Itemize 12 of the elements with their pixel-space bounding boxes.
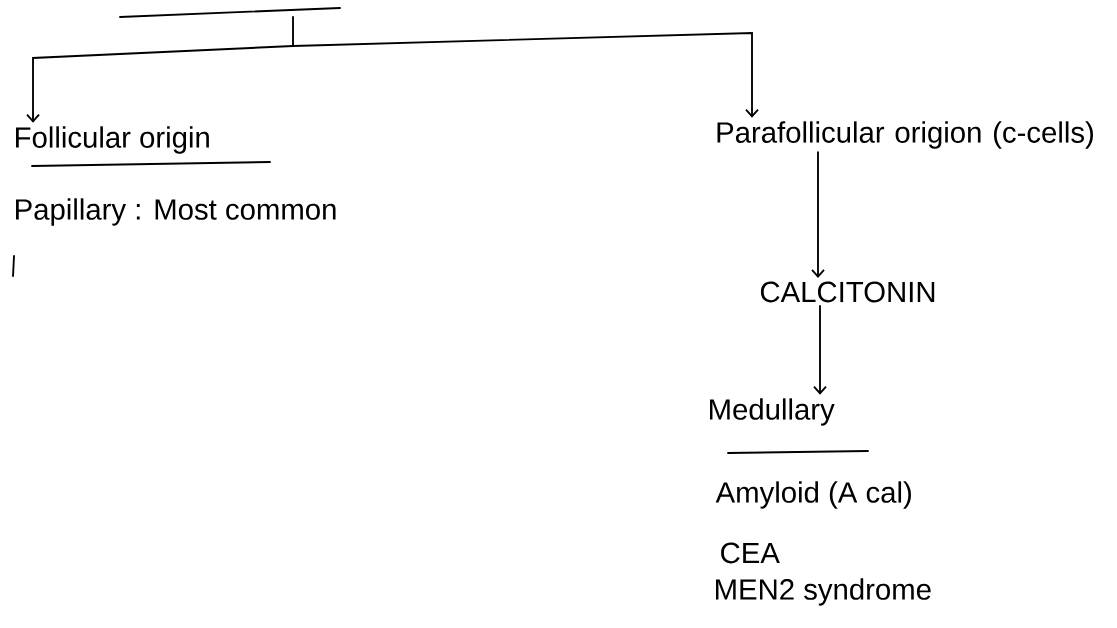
heading-text: Parafollicular origion (c-cells) <box>717 121 1093 149</box>
arrow <box>811 151 825 278</box>
arrow <box>813 305 827 395</box>
note-text: Amyloid (A cal) <box>715 481 911 509</box>
heading-text: Follicular origin <box>16 126 209 154</box>
note-text: CEA <box>721 542 780 564</box>
heading-text: Medullary <box>710 398 835 426</box>
note-text: Papillary : Most common <box>16 198 336 226</box>
arrow <box>292 32 759 118</box>
arrow <box>26 45 294 123</box>
heading-text: CALCITONIN <box>760 281 935 303</box>
note-text: MEN2 syndrome <box>716 578 931 606</box>
